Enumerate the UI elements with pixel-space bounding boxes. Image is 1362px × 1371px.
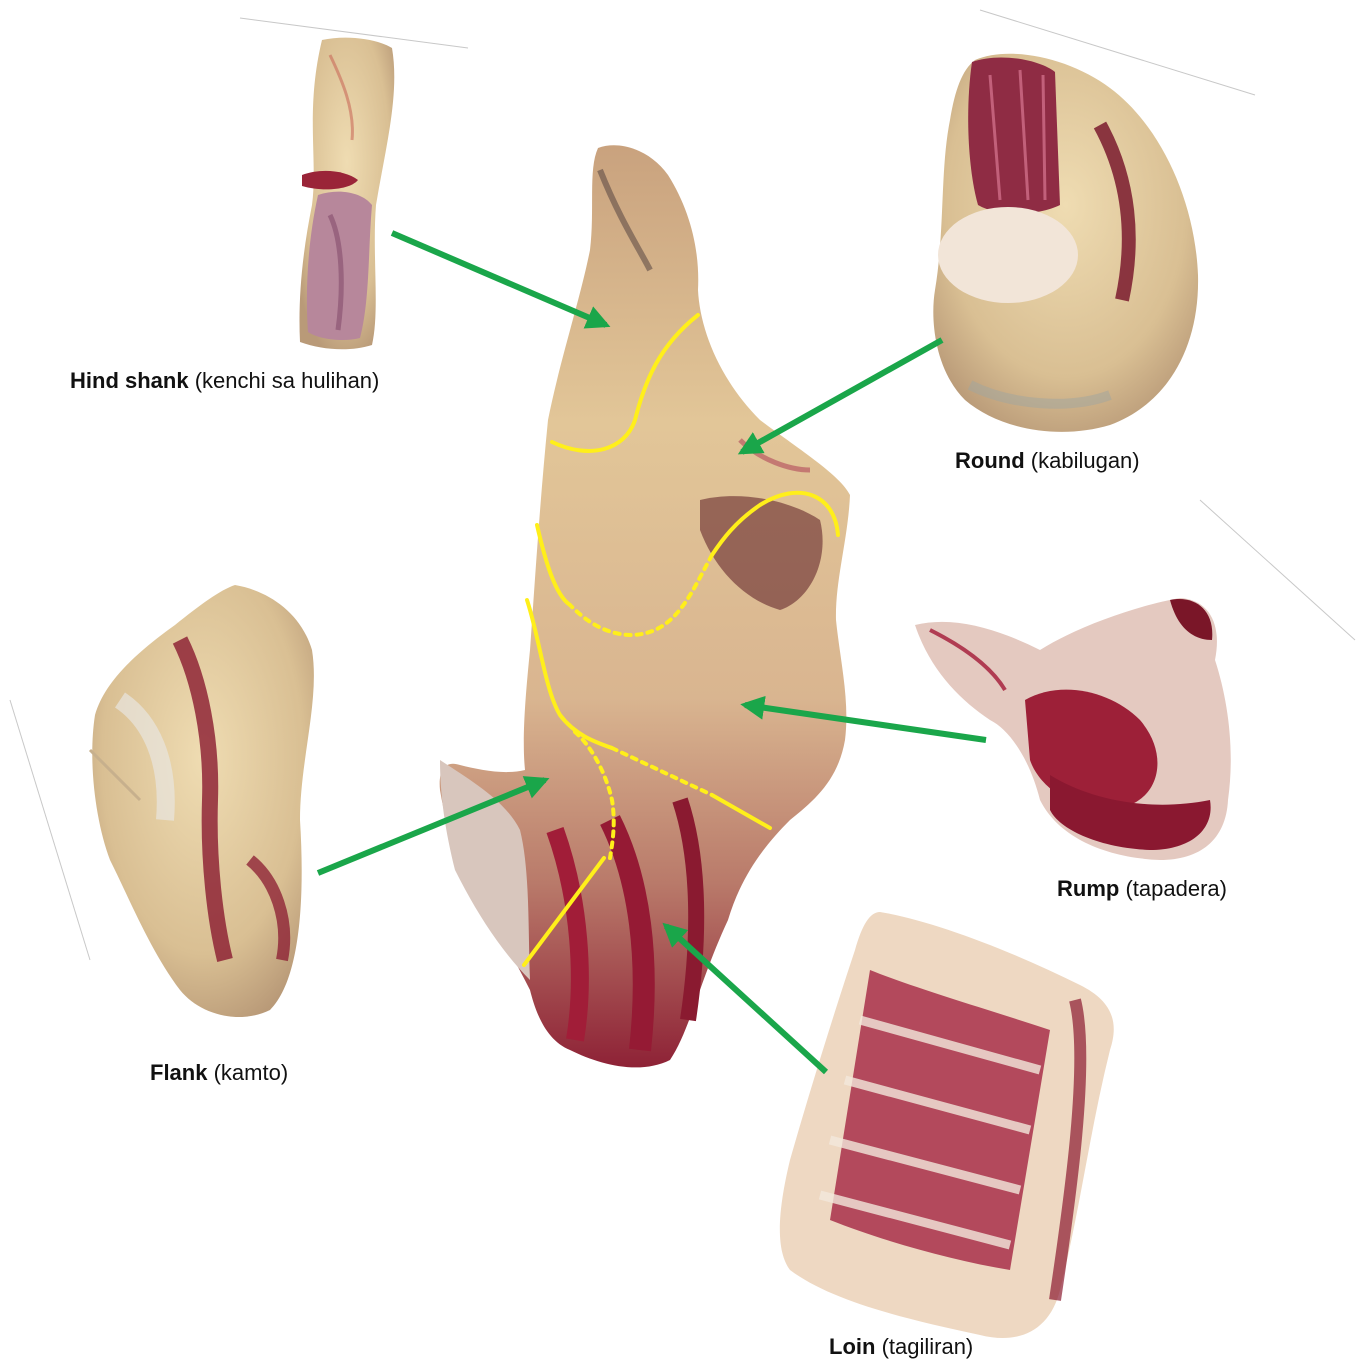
flank-photo (90, 585, 314, 1017)
label-flank-local: (kamto) (214, 1060, 289, 1085)
label-rump-name: Rump (1057, 876, 1119, 901)
label-flank-name: Flank (150, 1060, 207, 1085)
label-round-local: (kabilugan) (1031, 448, 1140, 473)
label-rump-local: (tapadera) (1125, 876, 1227, 901)
label-flank: Flank (kamto) (150, 1060, 288, 1086)
label-loin-name: Loin (829, 1334, 875, 1359)
label-rump: Rump (tapadera) (1057, 876, 1227, 902)
label-loin-local: (tagiliran) (882, 1334, 974, 1359)
arrow-hind-shank (392, 233, 606, 325)
rump-photo (915, 598, 1231, 860)
round-photo (933, 54, 1198, 432)
label-round: Round (kabilugan) (955, 448, 1140, 474)
label-hind-shank: Hind shank (kenchi sa hulihan) (70, 368, 379, 394)
arrow-round (742, 340, 942, 452)
hind-shank-photo (300, 38, 395, 350)
label-hind-shank-local: (kenchi sa hulihan) (195, 368, 380, 393)
label-hind-shank-name: Hind shank (70, 368, 189, 393)
label-loin: Loin (tagiliran) (829, 1334, 973, 1360)
hindquarter-carcass (440, 145, 850, 1067)
label-round-name: Round (955, 448, 1025, 473)
loin-photo (780, 912, 1114, 1338)
